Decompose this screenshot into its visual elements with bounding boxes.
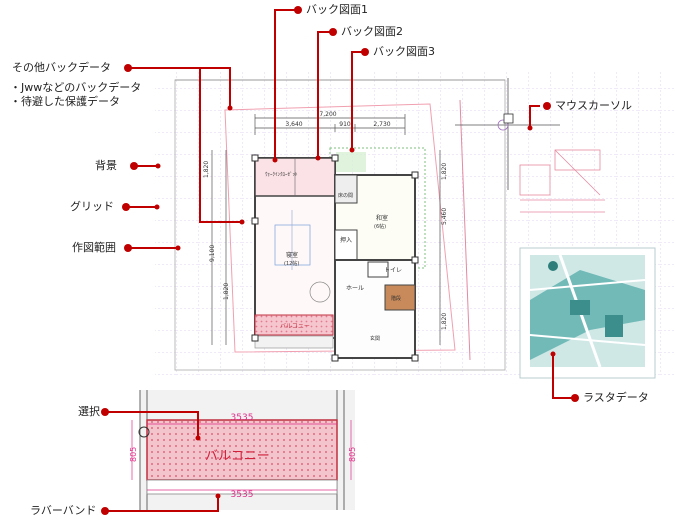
dim-total: 7,200 <box>319 111 336 118</box>
room-oshiire: 押入 <box>340 236 352 244</box>
zoom-dim-left: 805 <box>129 447 138 462</box>
back-drawing-other <box>224 103 456 353</box>
room-entrance: 玄関 <box>370 335 380 342</box>
room-bedroom: 寝室 <box>286 251 298 259</box>
leader-dots <box>101 6 579 515</box>
room-japanese-size: (6帖) <box>374 223 386 230</box>
side-dimensions <box>211 150 441 345</box>
top-dimensions <box>254 114 406 135</box>
posts <box>251 154 419 362</box>
zoom-dim-bottom: 3535 <box>231 490 254 500</box>
label-back-drawing-1: バック図面1 <box>306 3 368 16</box>
dim-left: 3,640 <box>285 121 302 128</box>
dim-side5: 1,820 <box>223 283 230 300</box>
dim-side4: 9,100 <box>209 245 216 262</box>
zoom-dim-top: 3535 <box>231 413 254 423</box>
room-hall: ホール <box>346 285 364 292</box>
label-raster-data: ラスタデータ <box>583 391 649 404</box>
leader-lines <box>105 9 575 512</box>
room-japanese: 和室 <box>376 214 388 222</box>
label-back-drawing-3: バック図面3 <box>373 45 435 58</box>
back-annotations <box>519 149 605 213</box>
label-drawing-area: 作図範囲 <box>72 241 116 254</box>
label-selection: 選択 <box>78 405 100 418</box>
note-saved: ・待避した保護データ <box>10 95 120 108</box>
room-bedroom-size: (12帖) <box>284 260 299 267</box>
label-background: 背景 <box>95 159 117 172</box>
note-jww: ・Jwwなどのバックデータ <box>10 81 142 94</box>
dim-right: 2,730 <box>373 121 390 128</box>
zoom-dim-right: 805 <box>348 447 357 462</box>
dim-mid: 910 <box>339 121 351 128</box>
dim-side6: 1,820 <box>441 313 448 330</box>
floor-plan <box>254 157 416 359</box>
label-mouse-cursor: マウスカーソル <box>555 99 632 112</box>
dim-side2: 5,460 <box>441 208 448 225</box>
raster-map <box>519 247 656 379</box>
mouse-cursor-crosshair <box>455 78 560 190</box>
room-closet: ｳｫｰｸｲﾝｸﾛｰｾﾞｯﾄ <box>265 171 298 178</box>
dim-side3: 1,820 <box>441 163 448 180</box>
room-toko: 床の間 <box>338 192 353 199</box>
label-grid: グリッド <box>70 200 114 213</box>
room-balcony-small: バルコニー <box>280 323 310 330</box>
label-back-drawing-2: バック図面2 <box>341 25 403 38</box>
zoom-balcony-label: バルコニー <box>205 449 270 464</box>
room-toilet: トイレ <box>384 267 402 274</box>
label-other-back-data: その他バックデータ <box>12 61 111 74</box>
dim-side1: 1,820 <box>203 161 210 178</box>
zoom-panel <box>131 390 355 510</box>
room-stair: 階段 <box>391 295 401 302</box>
label-rubber-band: ラバーバンド <box>30 504 97 517</box>
